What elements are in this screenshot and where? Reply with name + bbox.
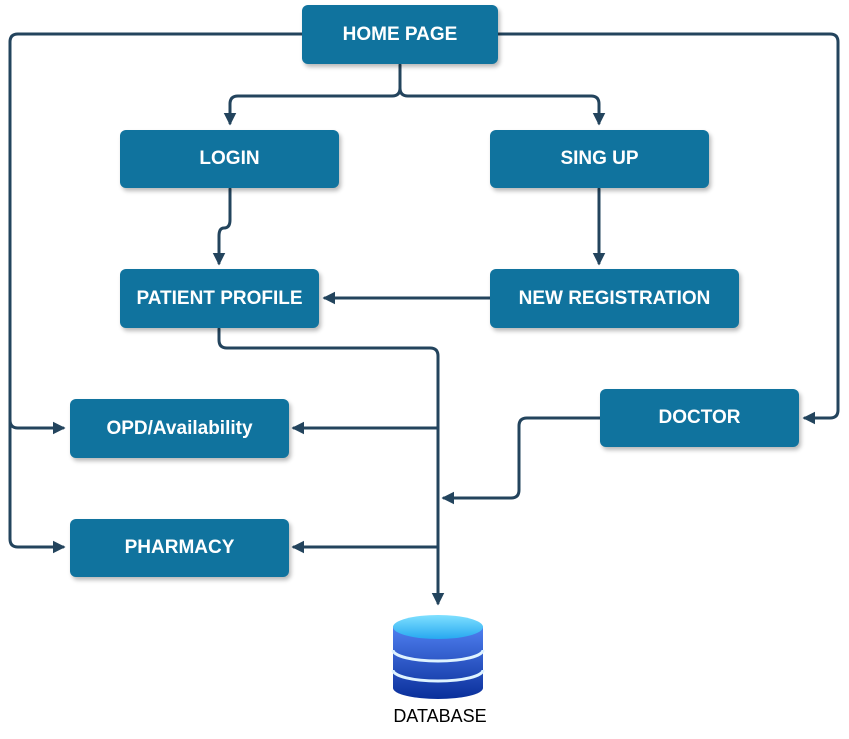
edge-home-pharmacy <box>8 418 66 554</box>
node-pharmacy: PHARMACY <box>70 519 289 577</box>
edge-login-patient <box>212 187 232 266</box>
edge-home-opd <box>8 32 304 435</box>
edge-home-login <box>223 63 402 126</box>
database-top <box>393 615 483 639</box>
edge-doctor-trunk <box>441 416 602 505</box>
edge-patient-database <box>217 327 445 606</box>
edge-home-doctor <box>496 32 840 425</box>
node-new-registration: NEW REGISTRATION <box>490 269 739 328</box>
node-login: LOGIN <box>120 130 339 188</box>
edge-home-signup <box>398 86 606 126</box>
database-cylinder-icon <box>391 615 485 699</box>
node-doctor: DOCTOR <box>600 389 799 447</box>
node-home-page: HOME PAGE <box>302 5 498 64</box>
database-label: DATABASE <box>393 706 487 726</box>
database-band-line-1 <box>391 649 485 663</box>
node-patient-profile: PATIENT PROFILE <box>120 269 319 328</box>
node-opd-availability: OPD/Availability <box>70 399 289 458</box>
database-band-line-2 <box>391 669 485 683</box>
node-sign-up: SING UP <box>490 130 709 188</box>
